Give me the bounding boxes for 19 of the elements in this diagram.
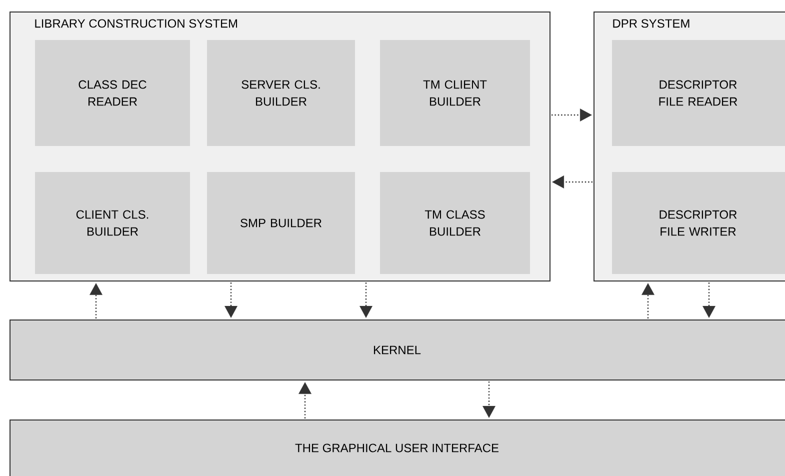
module-box: TM CLIENT BUILDER [380, 40, 530, 146]
module-box: SERVER CLS. BUILDER [207, 40, 355, 146]
arrow [90, 283, 102, 318]
arrow [642, 283, 654, 318]
arrow [298, 382, 312, 418]
arrow [224, 282, 238, 318]
module-box: DESCRIPTOR FILE READER [612, 40, 785, 146]
arrow [482, 381, 496, 418]
arrow [552, 176, 592, 188]
module-box: CLIENT CLS. BUILDER [35, 172, 190, 274]
layer-band: KERNEL [10, 319, 785, 380]
module-box: TM CLASS BUILDER [380, 172, 530, 274]
layer-band: THE GRAPHICAL USER INTERFACE [10, 419, 785, 476]
module-box: DESCRIPTOR FILE WRITER [612, 172, 785, 274]
arrow [552, 108, 592, 122]
arrow [702, 282, 716, 318]
module-box: CLASS DEC READER [35, 40, 190, 146]
arrow [360, 282, 372, 318]
module-box: SMP BUILDER [207, 172, 355, 274]
